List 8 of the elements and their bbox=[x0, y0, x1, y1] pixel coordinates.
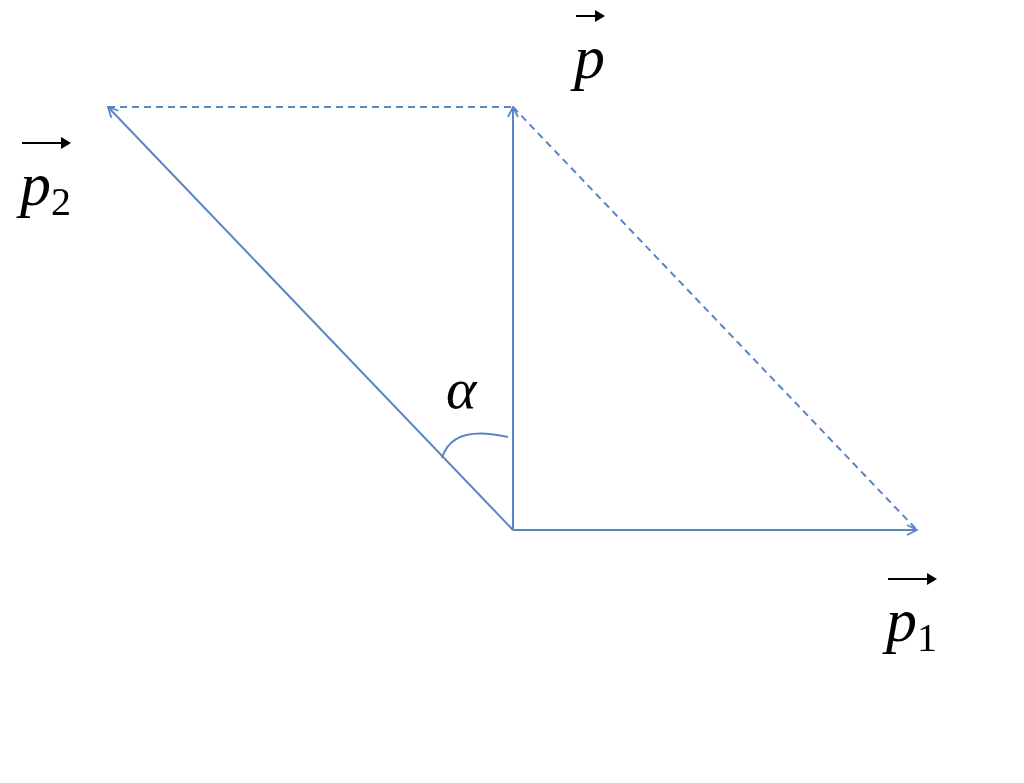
vector-label: p$_{1}$ bbox=[855, 530, 937, 658]
dashed-line bbox=[107, 106, 514, 108]
vector-label: p bbox=[513, 6, 605, 107]
vector-arrow bbox=[507, 106, 519, 531]
vector-arrow bbox=[512, 524, 918, 536]
vector-arrow bbox=[107, 106, 514, 531]
dashed-line bbox=[512, 106, 918, 531]
angle-label: α bbox=[446, 360, 477, 418]
